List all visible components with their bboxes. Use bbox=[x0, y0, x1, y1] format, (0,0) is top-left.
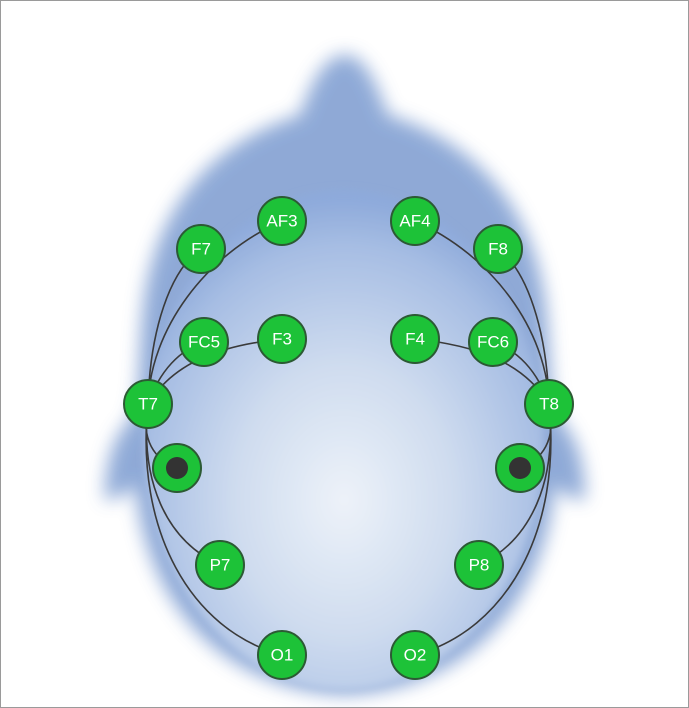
electrode-circle bbox=[195, 540, 245, 590]
electrode-label: F8 bbox=[488, 240, 508, 259]
electrode-label: AF4 bbox=[399, 212, 430, 231]
electrode-label: T8 bbox=[539, 395, 559, 414]
electrode-f7[interactable]: F7 bbox=[176, 224, 226, 274]
electrode-fc5[interactable]: FC5 bbox=[179, 317, 229, 367]
electrode-circle bbox=[179, 317, 229, 367]
electrode-label: P8 bbox=[469, 556, 490, 575]
electrode-p7[interactable]: P7 bbox=[195, 540, 245, 590]
electrode-af3[interactable]: AF3 bbox=[257, 196, 307, 246]
electrode-label: T7 bbox=[138, 395, 158, 414]
electrode-label: FC6 bbox=[477, 333, 509, 352]
electrode-label: FC5 bbox=[188, 333, 220, 352]
reference-electrode-icon[interactable] bbox=[152, 443, 202, 493]
electrode-label: F7 bbox=[191, 240, 211, 259]
electrode-circle bbox=[123, 379, 173, 429]
electrode-af4[interactable]: AF4 bbox=[390, 196, 440, 246]
head-silhouette bbox=[105, 55, 585, 695]
electrode-circle bbox=[257, 314, 307, 364]
reference-electrodes bbox=[152, 443, 545, 493]
electrode-f8[interactable]: F8 bbox=[473, 224, 523, 274]
electrode-circle bbox=[257, 196, 307, 246]
reference-electrode-dot bbox=[166, 457, 188, 479]
reference-electrode-icon[interactable] bbox=[495, 443, 545, 493]
electrode-circle bbox=[473, 224, 523, 274]
wire-t8-o2 bbox=[414, 403, 552, 656]
electrode-f3[interactable]: F3 bbox=[257, 314, 307, 364]
electrode-circle bbox=[176, 224, 226, 274]
electrode-p8[interactable]: P8 bbox=[454, 540, 504, 590]
electrode-label: F4 bbox=[405, 330, 425, 349]
electrode-circle bbox=[390, 314, 440, 364]
electrode-fc6[interactable]: FC6 bbox=[468, 317, 518, 367]
wire-t7-af3 bbox=[147, 220, 283, 405]
electrode-label: O1 bbox=[271, 646, 294, 665]
electrode-circle bbox=[454, 540, 504, 590]
electrode-o2[interactable]: O2 bbox=[390, 630, 440, 680]
electrode-circle bbox=[257, 630, 307, 680]
wire-t8-af4 bbox=[414, 220, 550, 405]
electrode-t7[interactable]: T7 bbox=[123, 379, 173, 429]
wire-t7-o1 bbox=[145, 403, 283, 656]
electrode-circle bbox=[468, 317, 518, 367]
electrode-label: AF3 bbox=[266, 212, 297, 231]
electrode-f4[interactable]: F4 bbox=[390, 314, 440, 364]
electrode-t8[interactable]: T8 bbox=[524, 379, 574, 429]
electrode-label: P7 bbox=[210, 556, 231, 575]
electrode-circle bbox=[390, 196, 440, 246]
electrode-circle bbox=[524, 379, 574, 429]
electrode-label: F3 bbox=[272, 330, 292, 349]
electrode-o1[interactable]: O1 bbox=[257, 630, 307, 680]
electrode-circle bbox=[390, 630, 440, 680]
electrode-label: O2 bbox=[404, 646, 427, 665]
reference-electrode-dot bbox=[509, 457, 531, 479]
